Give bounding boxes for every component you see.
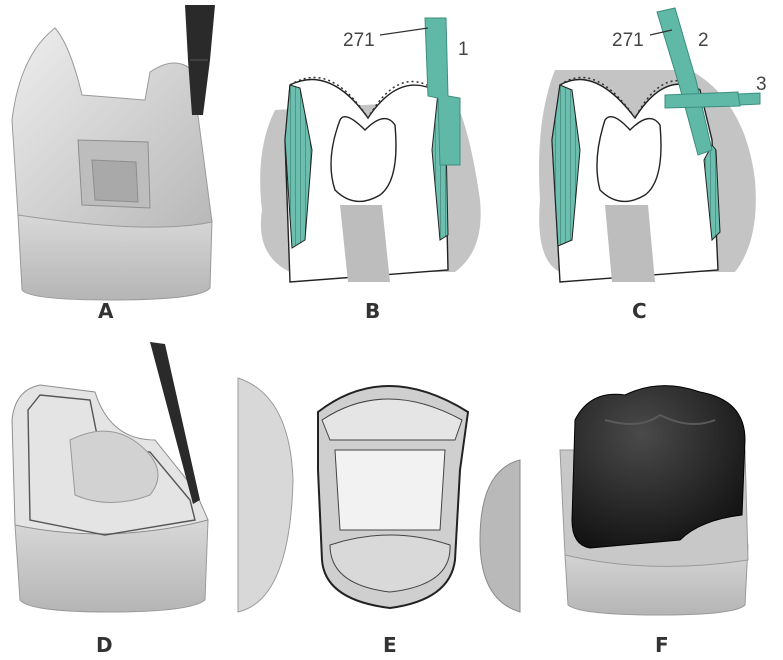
panel-c: 271 2 3 C — [539, 8, 767, 323]
panel-label-b: B — [365, 299, 380, 323]
panel-label-f: F — [655, 633, 669, 657]
root-canal — [605, 205, 655, 282]
adjacent-tooth-left — [238, 378, 293, 612]
panel-label-d: D — [96, 633, 113, 657]
panel-b: 271 1 B — [260, 18, 481, 323]
pulp-chamber — [331, 117, 396, 202]
callout-271-b: 271 — [343, 30, 375, 51]
tooth-root — [18, 215, 212, 300]
panel-f: F — [560, 386, 748, 657]
callout-271-c: 271 — [612, 30, 644, 51]
panel-label-c: C — [632, 299, 647, 323]
panel-d: D — [12, 342, 208, 657]
callout-step-2: 2 — [698, 30, 709, 51]
pulp-chamber — [597, 117, 661, 202]
panel-label-a: A — [98, 299, 114, 323]
panel-e: E — [238, 378, 520, 657]
callout-step-1: 1 — [458, 39, 469, 60]
bur-horizontal — [665, 92, 740, 108]
adjacent-tooth-right — [480, 460, 520, 612]
panel-label-e: E — [383, 633, 397, 657]
panel-a: A — [12, 5, 215, 323]
root-canal — [340, 205, 390, 282]
proximal-box-wall — [335, 450, 445, 530]
callout-step-3: 3 — [756, 74, 767, 95]
